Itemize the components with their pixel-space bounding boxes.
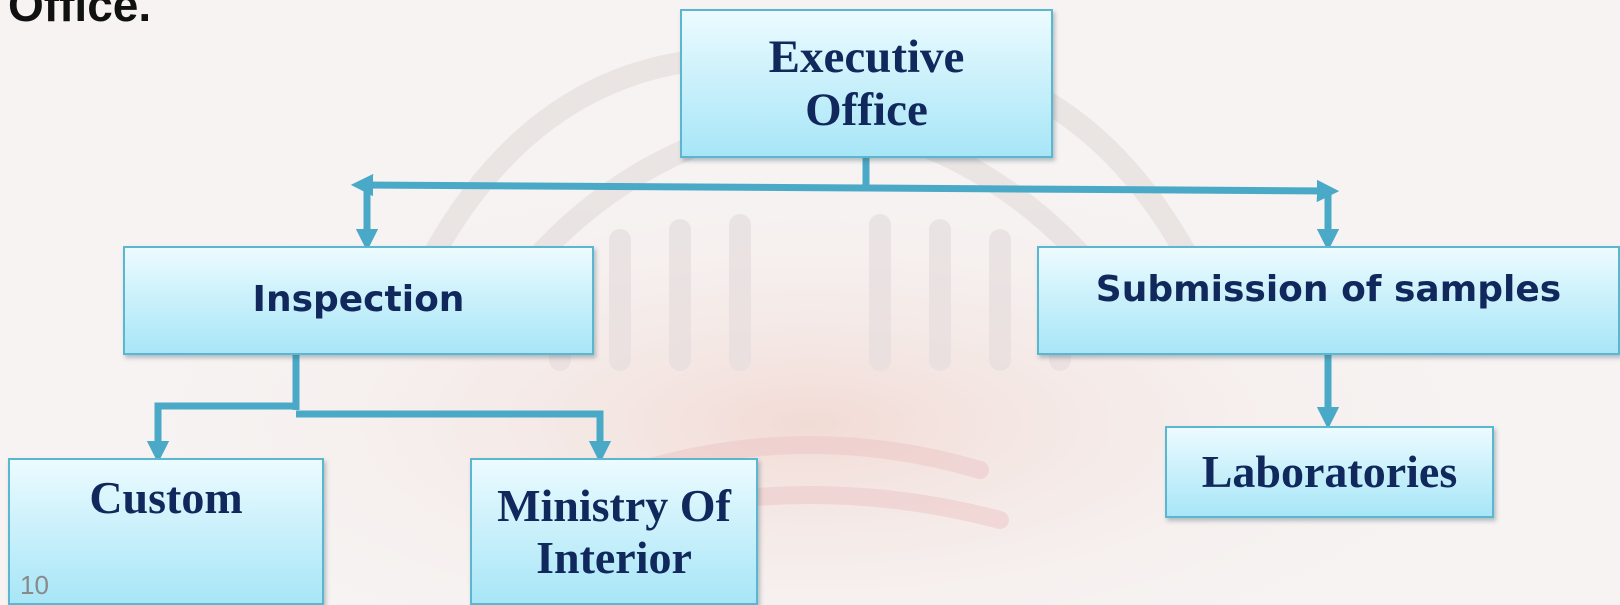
connector-executive-to-submission-branch — [865, 179, 1340, 203]
node-custom: Custom — [8, 458, 324, 605]
node-executive-office-label: Executive Office — [768, 30, 965, 136]
node-ministry-of-interior: Ministry Of Interior — [470, 458, 758, 605]
connector-to-custom — [146, 402, 296, 464]
slide-page-number: 10 — [20, 570, 49, 600]
node-ministry-of-interior-label: Ministry Of Interior — [497, 479, 731, 583]
node-submission-of-samples-label: Submission of samples — [1095, 269, 1562, 310]
node-submission-of-samples: Submission of samples — [1037, 246, 1620, 355]
connector-to-ministry — [296, 410, 612, 464]
node-custom-label: Custom — [89, 472, 243, 523]
node-inspection: Inspection — [123, 246, 594, 355]
node-laboratories: Laboratories — [1165, 426, 1494, 518]
node-laboratories-label: Laboratories — [1201, 446, 1458, 498]
connector-executive-to-inspection-branch — [350, 173, 867, 197]
node-inspection-label: Inspection — [252, 279, 465, 321]
slide-title: Office. — [8, 0, 152, 31]
node-executive-office: Executive Office — [680, 9, 1053, 158]
